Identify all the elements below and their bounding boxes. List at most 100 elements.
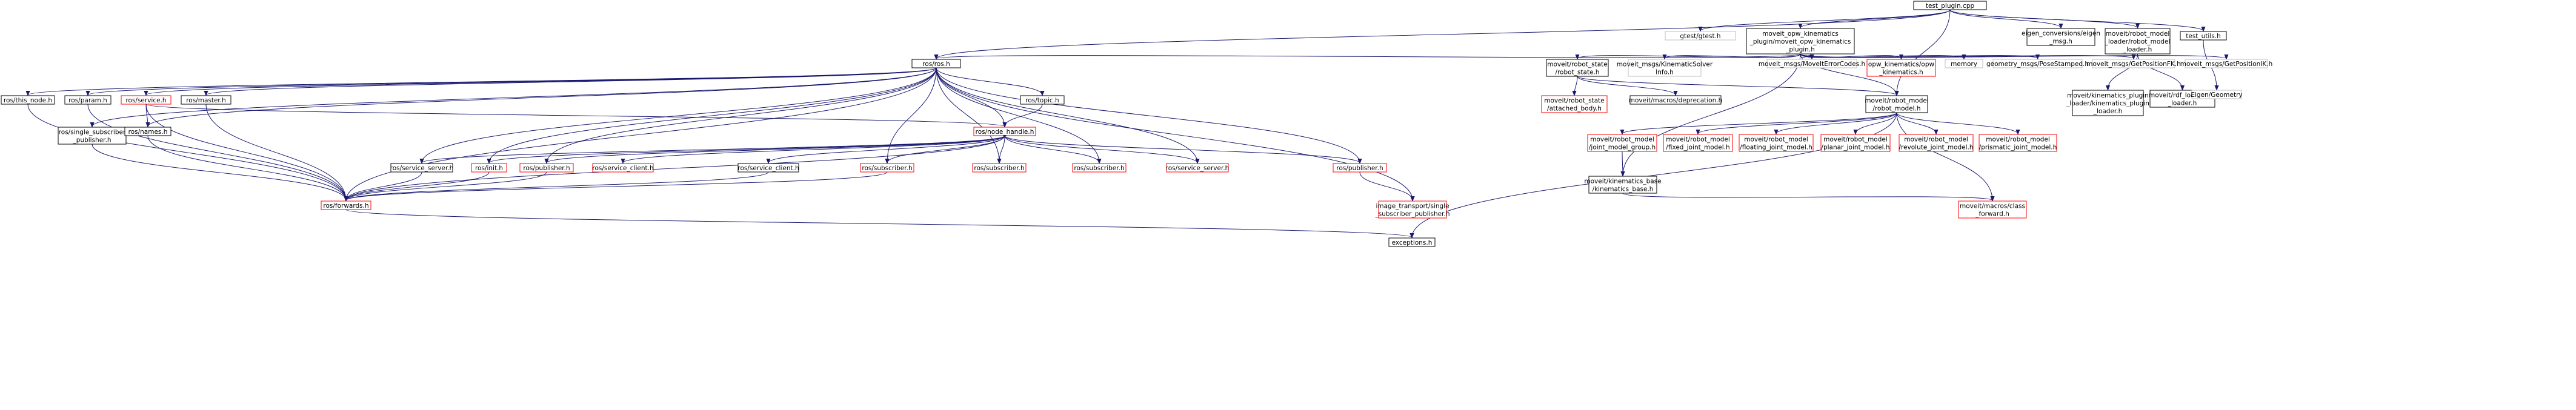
node-label-line: moveit/kinematics_plugin <box>2067 92 2149 99</box>
node-publisher-2[interactable]: ros/publisher.h <box>1333 163 1387 173</box>
node-svc-server-1[interactable]: ros/service_server.h <box>390 163 454 173</box>
node-svc-server-2[interactable]: ros/service_server.h <box>1166 163 1230 173</box>
node-subscriber-1[interactable]: ros/subscriber.h <box>860 163 914 173</box>
node-box <box>121 95 171 105</box>
node-layer: test_plugin.cpp gtest/gtest.h moveit_opw_k… <box>1 1 2273 247</box>
node-publisher-1[interactable]: ros/publisher.h <box>519 163 574 173</box>
node-label-line: /attached_body.h <box>1547 105 1602 113</box>
node-svc-client-1[interactable]: ros/service_client.h <box>592 163 654 173</box>
node-label-line: ros/forwards.h <box>323 202 368 210</box>
node-kin-plugin-loader[interactable]: moveit/kinematics_plugin_loader/kinemati… <box>2066 90 2149 116</box>
node-box <box>1388 237 1436 247</box>
node-topic[interactable]: ros/topic.h <box>1020 95 1065 105</box>
node-rml-loader[interactable]: moveit/robot_model_loader/robot_model_lo… <box>2105 28 2171 55</box>
node-box <box>471 163 507 173</box>
node-names[interactable]: ros/names.h <box>124 127 171 136</box>
node-param[interactable]: ros/param.h <box>64 95 111 105</box>
node-label-line: ros/init.h <box>475 165 503 172</box>
node-label-line: ros/subscriber.h <box>862 165 912 172</box>
node-label-line: geometry_msgs/PoseStamped.h <box>1986 61 2089 68</box>
include-edge-robot_state-to-deprecation <box>1577 76 1676 95</box>
node-single-sub-pub[interactable]: ros/single_subscriber_publisher.h <box>58 127 127 145</box>
include-edge-node_handle-to-publisher_2 <box>1004 135 1360 163</box>
node-box <box>2185 59 2268 68</box>
node-subscriber-3[interactable]: ros/subscriber.h <box>1072 163 1127 173</box>
node-master[interactable]: ros/master.h <box>181 95 231 105</box>
node-prismatic-jm[interactable]: moveit/robot_model/prismatic_joint_model… <box>1979 134 2057 152</box>
node-box <box>124 127 171 136</box>
node-label-line: /revolute_joint_model.h <box>1899 144 1973 151</box>
node-svc-client-2[interactable]: ros/service_client.h <box>737 163 799 173</box>
include-edge-publisher_1-to-forwards <box>346 171 547 200</box>
include-edge-node_handle-to-svc_client_2 <box>768 135 1005 163</box>
include-edge-master-to-forwards <box>205 104 346 200</box>
node-label-line: moveit_msgs/GetPositionFK.h <box>2086 61 2181 68</box>
node-attached-body[interactable]: moveit/robot_state/attached_body.h <box>1541 95 1608 113</box>
include-edge-node_handle-to-init <box>489 135 1005 163</box>
node-this-node[interactable]: ros/this_node.h <box>1 95 55 105</box>
node-box <box>64 95 111 105</box>
node-subscriber-2[interactable]: ros/subscriber.h <box>972 163 1027 173</box>
node-memory[interactable]: memory <box>1945 59 1983 68</box>
node-label-line: test_utils.h <box>2186 33 2220 40</box>
include-edge-ros_ros-to-publisher_1 <box>547 67 937 163</box>
include-edge-robot_state-to-robot_model <box>1577 76 1897 95</box>
node-label-line: _publisher.h <box>73 137 111 144</box>
node-init[interactable]: ros/init.h <box>471 163 507 173</box>
node-test-plugin[interactable]: test_plugin.cpp <box>1913 1 1987 10</box>
node-box <box>2092 59 2175 68</box>
node-forwards[interactable]: ros/forwards.h <box>321 200 371 210</box>
node-label-line: image_transport/single <box>1376 203 1449 210</box>
include-edge-opw_plugin-to-robot_state <box>1577 53 1801 59</box>
node-opw-plugin[interactable]: moveit_opw_kinematics_plugin/moveit_opw_… <box>1746 28 1855 55</box>
node-label-line: exceptions.h <box>1392 239 1433 246</box>
node-box <box>1546 59 1609 77</box>
node-floating-jm[interactable]: moveit/robot_model/floating_joint_model.… <box>1739 134 1814 152</box>
node-label-line: ros/service_client.h <box>592 165 653 172</box>
node-pose-stamped[interactable]: geometry_msgs/PoseStamped.h <box>1986 59 2089 68</box>
node-box <box>737 163 799 173</box>
node-eigen-conv[interactable]: eigen_conversions/eigen_msg.h <box>2022 28 2100 46</box>
node-box <box>1958 200 2027 219</box>
node-box <box>1820 134 1891 152</box>
node-kinematics-base[interactable]: moveit/kinematics_base/kinematics_base.h <box>1584 176 1662 194</box>
node-node-handle[interactable]: ros/node_handle.h <box>973 127 1036 136</box>
node-box <box>1992 59 2083 68</box>
node-robot-model[interactable]: moveit/robot_model/robot_model.h <box>1865 95 1929 113</box>
node-label-line: moveit/robot_model <box>2106 30 2170 38</box>
node-box <box>1663 134 1733 152</box>
node-label-line: _msg.h <box>2049 38 2072 45</box>
node-robot-state[interactable]: moveit/robot_state/robot_state.h <box>1546 59 1609 77</box>
node-service[interactable]: ros/service.h <box>121 95 171 105</box>
node-label-line: /floating_joint_model.h <box>1740 144 1812 151</box>
node-opw-kin[interactable]: opw_kinematics/opw_kinematics.h <box>1866 59 1936 77</box>
node-exceptions[interactable]: exceptions.h <box>1388 237 1436 247</box>
node-jmg[interactable]: moveit/robot_model/joint_model_group.h <box>1587 134 1657 152</box>
include-edge-ros_ros-to-svc_server_1 <box>422 67 937 163</box>
node-box <box>321 200 371 210</box>
node-deprecation[interactable]: moveit/macros/deprecation.h <box>1629 95 1723 105</box>
node-revolute-jm[interactable]: moveit/robot_model/revolute_joint_model.… <box>1899 134 1974 152</box>
node-box <box>1979 134 2057 152</box>
node-get-ik[interactable]: moveit_msgs/GetPositionIK.h <box>2180 59 2273 68</box>
node-box <box>2072 90 2144 116</box>
node-ros-ros[interactable]: ros/ros.h <box>911 59 961 68</box>
include-edge-ros_ros-to-subscriber_1 <box>887 67 937 163</box>
node-gtest[interactable]: gtest/gtest.h <box>1665 31 1736 41</box>
node-class-forward[interactable]: moveit/macros/class_forward.h <box>1958 200 2027 219</box>
include-edge-test_plugin-to-ros_ros <box>936 9 1951 59</box>
node-fixed-jm[interactable]: moveit/robot_model/fixed_joint_model.h <box>1663 134 1733 152</box>
node-planar-jm[interactable]: moveit/robot_model/planar_joint_model.h <box>1820 134 1891 152</box>
include-edge-ros_ros-to-topic <box>936 67 1042 95</box>
node-test-utils[interactable]: test_utils.h <box>2180 31 2227 41</box>
node-moveit-error[interactable]: moveit_msgs/MoveItErrorCodes.h <box>1759 59 1865 68</box>
node-box <box>1587 134 1657 152</box>
node-box <box>1166 163 1229 173</box>
node-eigen-geom[interactable]: Eigen/Geometry <box>2191 90 2243 99</box>
include-edge-ros_ros-to-single_sub_pub <box>92 67 937 127</box>
node-get-fk[interactable]: moveit_msgs/GetPositionFK.h <box>2086 59 2181 68</box>
node-box <box>1333 163 1387 173</box>
node-img-transport[interactable]: image_transport/single_subscriber_publis… <box>1375 200 1450 219</box>
include-edge-service-to-forwards <box>145 104 346 200</box>
